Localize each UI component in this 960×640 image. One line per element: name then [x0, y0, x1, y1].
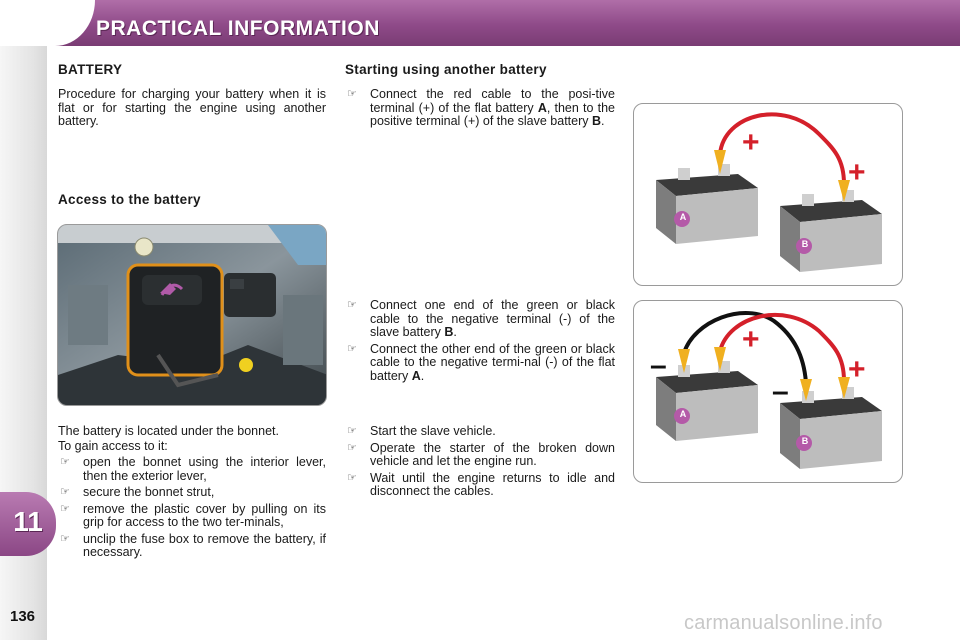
- pointing-hand-icon: ☞: [347, 342, 357, 355]
- battery-a-graphic: [656, 164, 758, 244]
- list-item: ☞Connect the other end of the green or b…: [347, 341, 615, 383]
- black-cable-illustration: [656, 311, 882, 469]
- list-item: ☞open the bonnet using the interior leve…: [60, 455, 326, 483]
- pointing-hand-icon: ☞: [347, 425, 357, 437]
- plus-sign-a: +: [742, 126, 760, 159]
- battery-location-text: The battery is located under the bonnet.: [58, 424, 279, 438]
- battery-b-label: B: [801, 239, 809, 249]
- list-item: ☞Wait until the engine returns to idle a…: [347, 470, 615, 498]
- jump-step2-list: ☞Connect one end of the green or black c…: [345, 298, 615, 386]
- page-title: PRACTICAL INFORMATION: [96, 17, 380, 40]
- clip-icon: [838, 180, 850, 202]
- jump-start-heading: Starting using another battery: [345, 62, 547, 77]
- access-heading: Access to the battery: [58, 192, 201, 207]
- access-steps-list: ☞open the bonnet using the interior leve…: [58, 455, 326, 563]
- chapter-number: 11: [13, 506, 43, 537]
- black-cable-diagram: A B + + – –: [633, 300, 903, 483]
- watermark: carmanualsonline.info: [684, 612, 883, 634]
- plus-sign-b: +: [848, 156, 866, 189]
- clip-icon: [714, 150, 726, 174]
- list-item: ☞remove the plastic cover by pulling on …: [60, 501, 326, 529]
- list-item: ☞secure the bonnet strut,: [60, 485, 215, 499]
- clip-icon: [838, 377, 850, 399]
- jump-step1-list: ☞Connect the red cable to the posi-tive …: [345, 87, 615, 132]
- clip-icon: [714, 347, 726, 371]
- battery-a-label: A: [679, 409, 687, 419]
- clip-icon: [800, 379, 812, 401]
- pointing-hand-icon: ☞: [347, 88, 357, 100]
- battery-b-graphic: [780, 387, 882, 469]
- battery-b-label: B: [801, 436, 809, 446]
- clip-icon: [678, 349, 690, 373]
- list-item: ☞unclip the fuse box to remove the batte…: [60, 531, 326, 559]
- red-cable: [718, 112, 846, 185]
- engine-bay-photo: [57, 224, 327, 406]
- red-cable-diagram: A B + +: [633, 103, 903, 286]
- pointing-hand-icon: ☞: [60, 486, 70, 498]
- list-item: ☞Connect the red cable to the posi-tive …: [347, 87, 615, 128]
- pointing-hand-icon: ☞: [60, 456, 70, 468]
- red-cable: [718, 313, 846, 382]
- chapter-tab: [0, 492, 56, 556]
- page-number: 136: [10, 608, 36, 625]
- battery-b-graphic: [780, 190, 882, 272]
- pointing-hand-icon: ☞: [347, 471, 357, 484]
- minus-sign-a: –: [650, 349, 667, 382]
- engine-bay-illustration: [58, 225, 326, 405]
- access-lead-text: To gain access to it:: [58, 439, 168, 453]
- pointing-hand-icon: ☞: [60, 532, 70, 545]
- pointing-hand-icon: ☞: [347, 299, 357, 311]
- red-cable-illustration: [656, 112, 882, 272]
- list-item: ☞Start the slave vehicle.: [347, 424, 496, 438]
- pointing-hand-icon: ☞: [60, 502, 70, 515]
- battery-a-graphic: [656, 361, 758, 441]
- list-item: ☞Operate the starter of the broken down …: [347, 440, 615, 468]
- plus-sign-a: +: [742, 323, 760, 356]
- battery-intro: Procedure for charging your battery when…: [58, 87, 326, 128]
- header-band: [0, 0, 960, 46]
- battery-heading: BATTERY: [58, 62, 123, 77]
- plus-sign-b: +: [848, 353, 866, 386]
- minus-sign-b: –: [772, 375, 789, 408]
- jump-final-steps-list: ☞Start the slave vehicle. ☞Operate the s…: [345, 424, 615, 502]
- pointing-hand-icon: ☞: [347, 441, 357, 454]
- list-item: ☞Connect one end of the green or black c…: [347, 298, 615, 339]
- battery-a-label: A: [679, 212, 687, 222]
- black-cable: [682, 311, 808, 384]
